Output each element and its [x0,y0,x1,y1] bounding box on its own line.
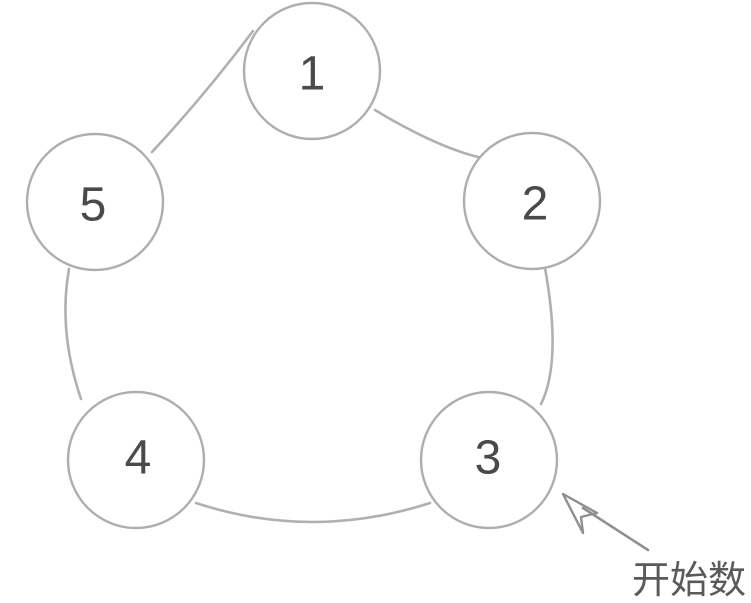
start-counting-label: 开始数 [632,558,746,602]
node-3-group[interactable]: 3 [419,390,559,530]
edge-node2-node3 [539,266,554,406]
arrow-head-icon [561,492,599,535]
edge-node5-node1 [150,29,255,154]
node-3-label: 3 [475,432,502,485]
node-1-group[interactable]: 1 [242,1,382,141]
node-3-circle[interactable] [419,390,559,530]
edge-node4-node5 [64,267,83,401]
node-4-label: 4 [125,432,152,485]
node-5-circle[interactable] [25,132,165,272]
node-2-group[interactable]: 2 [462,131,602,271]
ring-edges [64,29,554,524]
node-5-label: 5 [80,179,107,232]
node-4-circle[interactable] [66,390,206,530]
node-1-circle[interactable] [242,1,382,141]
node-4-group[interactable]: 4 [66,390,206,530]
node-2-label: 2 [522,178,549,231]
edge-node1-node2 [373,108,484,160]
node-2-circle[interactable] [462,131,602,271]
edge-node3-node4 [194,501,432,524]
node-1-label: 1 [299,48,326,101]
node-5-group[interactable]: 5 [25,132,165,272]
start-pointer-annotation: 开始数 [561,492,746,602]
